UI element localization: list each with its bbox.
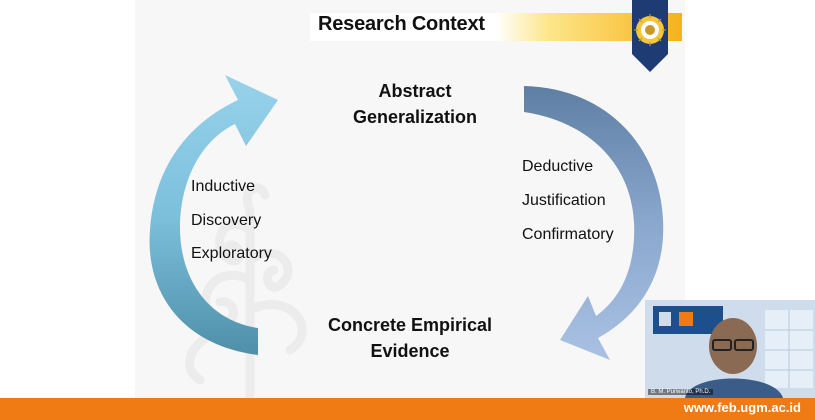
slide-margin-left [0, 0, 135, 398]
participant-video-thumbnail[interactable] [645, 300, 815, 398]
left-item-exploratory: Exploratory [191, 245, 272, 262]
footer-bar: www.feb.ugm.ac.id [0, 398, 815, 420]
slide-title: Research Context [318, 13, 485, 35]
bottom-heading-line: Evidence [370, 341, 450, 361]
top-heading-line: Abstract [378, 81, 452, 101]
tree-watermark-icon [185, 183, 307, 398]
left-item-discovery: Discovery [191, 212, 262, 229]
right-item-confirmatory: Confirmatory [522, 226, 614, 243]
abstract-generalization-heading: Abstract Generalization [325, 78, 505, 130]
title-bar [310, 13, 682, 41]
top-heading-line: Generalization [352, 107, 478, 127]
concrete-evidence-heading: Concrete Empirical Evidence [310, 312, 510, 364]
bottom-heading-line: Concrete Empirical [327, 315, 493, 335]
presenter-avatar [645, 300, 815, 398]
right-item-justification: Justification [522, 192, 606, 209]
left-item-inductive: Inductive [191, 178, 256, 195]
inductive-arrow [149, 75, 278, 355]
right-item-deductive: Deductive [522, 158, 594, 175]
footer-website-link[interactable]: www.feb.ugm.ac.id [683, 400, 801, 415]
deductive-arrow [524, 86, 664, 360]
participant-name-label: B. M. Purwanto, Ph.D. [648, 389, 714, 395]
university-logo-icon [632, 0, 668, 72]
